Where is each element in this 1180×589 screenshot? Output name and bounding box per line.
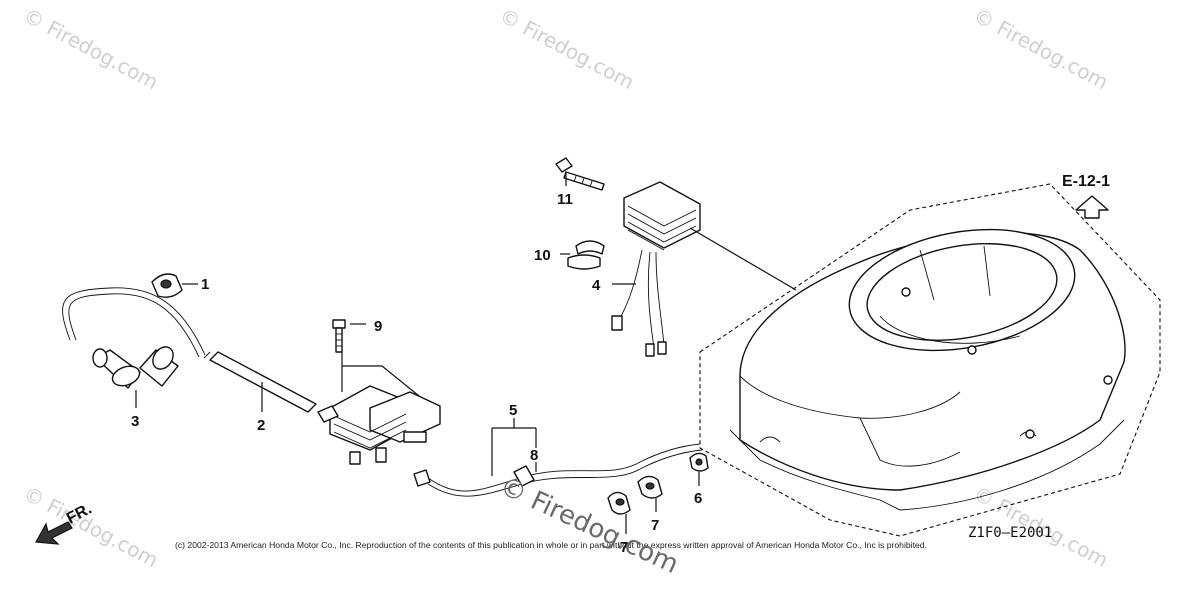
watermark: © Firedog.com [496, 3, 639, 94]
part-2-lead [203, 351, 317, 413]
callout-7a: 7 [620, 539, 628, 556]
watermark: © Firedog.com [970, 3, 1113, 94]
part-9-bolt [332, 319, 366, 353]
part-5-wire [413, 418, 703, 497]
callout-6: 6 [694, 490, 702, 507]
ignition-coil [317, 352, 441, 465]
part-6-clip [689, 452, 709, 486]
callout-9: 9 [374, 318, 382, 335]
up-arrow-icon [1075, 195, 1109, 219]
part-7-clip-b [637, 475, 663, 512]
part-4-regulator [611, 181, 797, 357]
callout-5: 5 [509, 402, 517, 419]
watermark: © Firedog.com [20, 3, 163, 94]
callout-4: 4 [592, 277, 601, 294]
callout-8: 8 [530, 447, 538, 464]
part-7-clip-a [607, 491, 631, 534]
blower-housing [699, 183, 1161, 537]
part-10-clamp [560, 240, 605, 270]
callout-1: 1 [201, 276, 209, 293]
callout-11: 11 [557, 191, 573, 208]
callout-7b: 7 [651, 517, 659, 534]
callout-10: 10 [534, 247, 551, 264]
assembly-boundary [699, 183, 1161, 537]
callout-2: 2 [257, 417, 265, 434]
front-arrow-icon [35, 521, 73, 545]
section-ref-label: E-12-1 [1062, 173, 1110, 190]
section-reference: E-12-1 [1062, 173, 1110, 219]
copyright-notice: (c) 2002-2013 American Honda Motor Co., … [175, 540, 927, 550]
callouts: 1 2 3 4 5 6 7 7 8 9 10 11 [131, 191, 702, 556]
watermark: © Firedog.com [20, 481, 163, 572]
callout-3: 3 [131, 413, 139, 430]
part-11-bolt [555, 157, 605, 191]
part-3-plug-cap [62, 287, 206, 408]
drawing-code: Z1F0—E2001 [968, 525, 1052, 541]
part-1-grommet [151, 273, 198, 298]
